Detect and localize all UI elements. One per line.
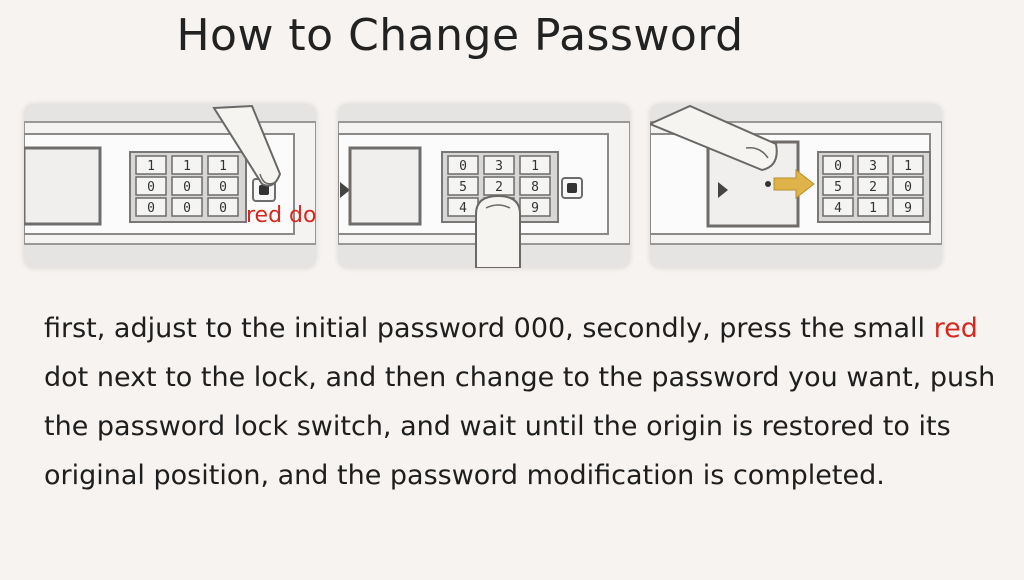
step-1-illustration: 1 0 0 1 0 0 1 0 0 red dot — [24, 104, 316, 268]
dial-digit: 0 — [904, 180, 912, 195]
push-arrow-icon — [765, 168, 815, 200]
pointing-finger-icon — [212, 104, 282, 187]
dial-digit: 8 — [531, 180, 539, 195]
dial-digit-box — [135, 155, 167, 175]
dial-digit-box — [447, 155, 479, 175]
dial-digit-box — [892, 155, 924, 175]
dial-digit: 0 — [147, 201, 155, 216]
dial-digit: 2 — [869, 180, 877, 195]
dial-digit: 0 — [219, 201, 227, 216]
dial-digit-box — [822, 155, 854, 175]
dial-digit: 0 — [183, 201, 191, 216]
dial-digit-box — [207, 155, 239, 175]
dial-digit-box — [822, 197, 854, 217]
dial-digit: 0 — [459, 159, 467, 174]
page-title: How to Change Password — [176, 10, 744, 61]
dial-digit-box — [171, 155, 203, 175]
dial-digit: 3 — [869, 159, 877, 174]
dial-digit-box — [207, 197, 239, 217]
dial-digit: 1 — [904, 159, 912, 174]
dial-digit: 0 — [183, 180, 191, 195]
dial-digit: 1 — [219, 159, 227, 174]
dial-digit-box — [519, 155, 551, 175]
dial-digit: 5 — [834, 180, 842, 195]
dial-digit: 5 — [459, 180, 467, 195]
dial-digit-box — [519, 176, 551, 196]
red-dot-label: red dot — [246, 203, 316, 228]
instructions-highlight: red — [933, 313, 978, 344]
dial-digit: 0 — [147, 180, 155, 195]
dial-digit-box — [207, 176, 239, 196]
dial-digit-box — [447, 176, 479, 196]
dial-digit: 0 — [834, 159, 842, 174]
step-2-illustration: 054321189 — [338, 104, 630, 268]
dial-digit-box — [857, 176, 889, 196]
dial-digit: 3 — [495, 159, 503, 174]
dial-digit: 9 — [531, 201, 539, 216]
dial-digit-box — [892, 197, 924, 217]
dial-digit: 0 — [219, 180, 227, 195]
instructions-rest: dot next to the lock, and then change to… — [44, 362, 996, 491]
dial-digit: 4 — [459, 201, 467, 216]
dial-digit: 4 — [834, 201, 842, 216]
dial-digit-box — [892, 176, 924, 196]
dial-digit-box — [822, 176, 854, 196]
dial-digit-box — [857, 197, 889, 217]
instructions-lead: first, adjust to the initial password 00… — [44, 313, 934, 344]
dial-wheels: 1 0 0 1 0 0 1 0 0 — [129, 151, 247, 223]
dial-digit: 9 — [904, 201, 912, 216]
instructions-paragraph: first, adjust to the initial password 00… — [44, 304, 1004, 500]
reset-button — [561, 177, 583, 199]
dial-digit-box — [135, 176, 167, 196]
dial-digit-box — [857, 155, 889, 175]
dial-digit: 2 — [495, 180, 503, 195]
dial-digit-box — [171, 176, 203, 196]
dial-digit: 1 — [147, 159, 155, 174]
dial-digit: 1 — [531, 159, 539, 174]
dial-wheels: 0 5 4 3 2 1 1 0 9 — [817, 151, 931, 223]
dial-digit: 1 — [869, 201, 877, 216]
pointing-finger-icon — [650, 104, 778, 172]
dial-digit-box — [171, 197, 203, 217]
dial-digit: 1 — [183, 159, 191, 174]
dial-digit-box — [483, 155, 515, 175]
step-3-illustration: 0 5 4 3 2 1 1 0 9 — [650, 104, 942, 268]
dial-digit-box — [483, 176, 515, 196]
dial-digit-box — [135, 197, 167, 217]
thumb-icon — [475, 194, 521, 268]
